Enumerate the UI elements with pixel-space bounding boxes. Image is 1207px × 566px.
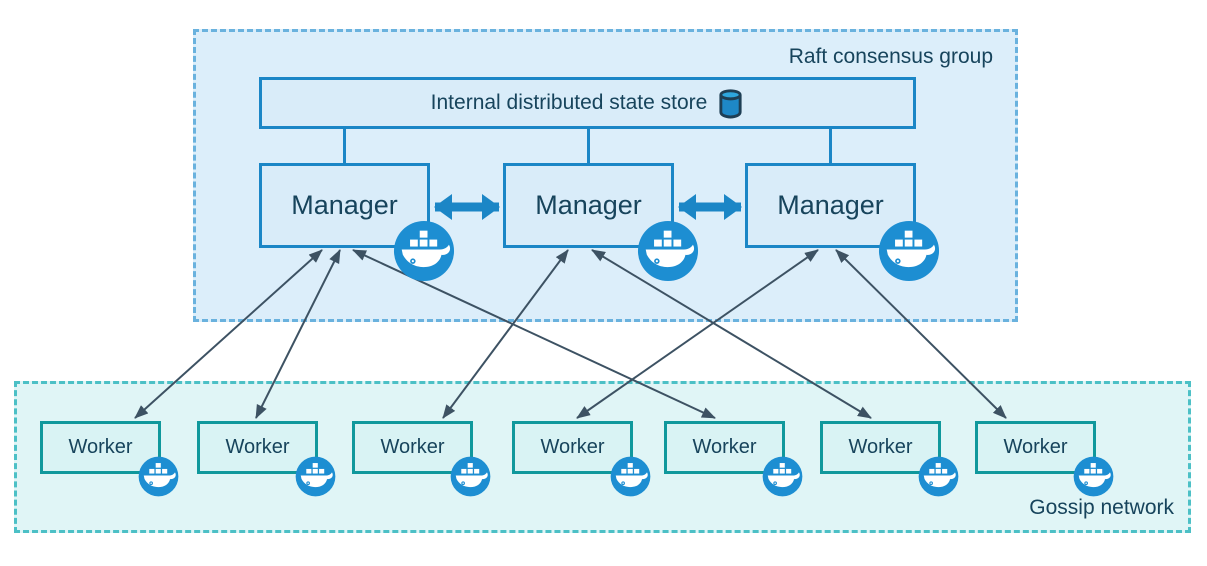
manager-node-2: Manager xyxy=(503,163,674,248)
worker-node-1: Worker xyxy=(40,421,161,474)
worker-label: Worker xyxy=(225,436,290,458)
docker-icon xyxy=(610,456,651,497)
state-store-node: Internal distributed state store xyxy=(259,77,916,129)
gossip-network-label: Gossip network xyxy=(1029,496,1174,519)
docker-icon xyxy=(637,220,699,282)
docker-icon xyxy=(878,220,940,282)
worker-node-3: Worker xyxy=(352,421,473,474)
store-manager-connector xyxy=(829,128,832,164)
worker-node-7: Worker xyxy=(975,421,1096,474)
worker-label: Worker xyxy=(848,436,913,458)
store-manager-connector xyxy=(587,128,590,164)
raft-group-label: Raft consensus group xyxy=(788,45,993,68)
worker-label: Worker xyxy=(540,436,605,458)
store-manager-connector xyxy=(343,128,346,164)
docker-icon xyxy=(918,456,959,497)
state-store-label: Internal distributed state store xyxy=(430,91,708,114)
docker-icon xyxy=(138,456,179,497)
worker-node-4: Worker xyxy=(512,421,633,474)
docker-icon xyxy=(393,220,455,282)
docker-icon xyxy=(1073,456,1114,497)
manager-label: Manager xyxy=(535,190,642,220)
docker-icon xyxy=(450,456,491,497)
worker-node-2: Worker xyxy=(197,421,318,474)
worker-label: Worker xyxy=(1003,436,1068,458)
worker-label: Worker xyxy=(68,436,133,458)
worker-node-5: Worker xyxy=(664,421,785,474)
manager-label: Manager xyxy=(291,190,398,220)
docker-icon xyxy=(295,456,336,497)
worker-node-6: Worker xyxy=(820,421,941,474)
database-icon xyxy=(719,88,742,118)
worker-label: Worker xyxy=(692,436,757,458)
manager-label: Manager xyxy=(777,190,884,220)
docker-icon xyxy=(762,456,803,497)
worker-label: Worker xyxy=(380,436,445,458)
